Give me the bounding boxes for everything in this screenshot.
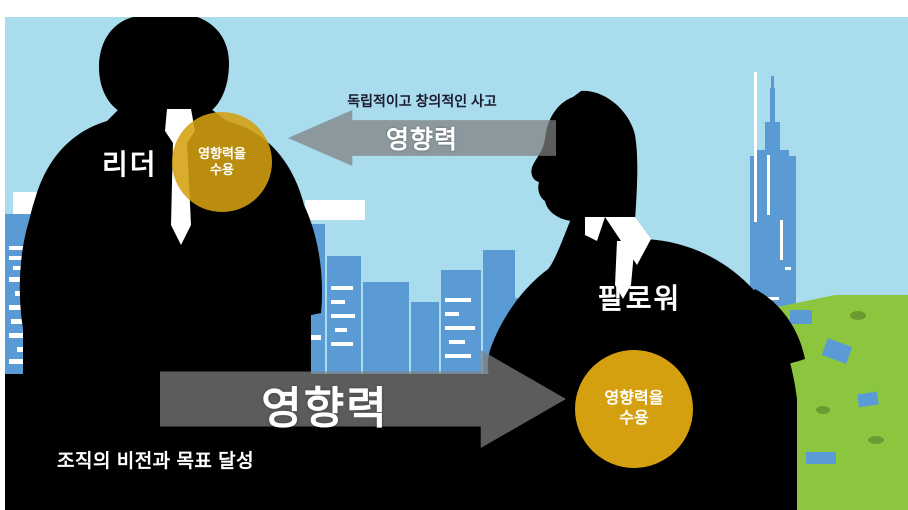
follower-label: 팔로워	[598, 283, 682, 314]
leader-accept-influence-badge: 영향력을 수용	[172, 112, 272, 212]
park-tree-patch	[850, 311, 866, 320]
arrow-leader-to-follower-label: 영향력	[261, 384, 389, 433]
park-water-patch	[790, 310, 812, 324]
tower-window	[767, 155, 770, 215]
park-water-patch	[806, 452, 836, 464]
landmark-tower-spire	[770, 88, 775, 130]
tower-window	[780, 220, 783, 260]
bottom-caption: 조직의 비전과 목표 달성	[57, 451, 255, 472]
building	[363, 282, 409, 374]
arrow-follower-to-leader-caption: 독립적이고 창의적인 사고	[347, 93, 497, 109]
building-window	[331, 286, 353, 290]
leader-badge-line-1: 영향력을	[198, 145, 246, 161]
diagram-artboard: 독립적이고 창의적인 사고 영향력 영향력 리더 팔로워 영향력을 수용 영향력…	[5, 17, 908, 510]
building-window	[331, 342, 353, 346]
landmark-tower-antenna	[771, 76, 774, 90]
building-window	[445, 312, 459, 316]
building	[305, 200, 365, 220]
arrow-follower-to-leader-label: 영향력	[385, 126, 458, 154]
building-window	[445, 354, 471, 358]
building-window	[449, 340, 465, 344]
building-window	[335, 328, 347, 332]
park-tree-patch	[816, 406, 830, 414]
building-window	[445, 298, 471, 302]
tower-window	[761, 297, 779, 300]
building-window	[331, 314, 355, 318]
follower-badge-line-1: 영향력을	[604, 390, 664, 407]
tower-window	[754, 72, 757, 222]
park-tree-patch	[868, 436, 884, 444]
leader-figure	[15, 17, 345, 413]
building	[441, 270, 481, 374]
leader-label: 리더	[102, 149, 158, 180]
building-window	[445, 326, 475, 330]
tower-window	[785, 267, 791, 270]
follower-accept-influence-badge: 영향력을 수용	[575, 350, 693, 468]
follower-badge-line-2: 수용	[619, 410, 649, 427]
leader-badge-line-2: 수용	[210, 162, 234, 177]
building	[411, 302, 439, 374]
park-water-patch	[857, 391, 879, 408]
building-window	[331, 300, 345, 304]
